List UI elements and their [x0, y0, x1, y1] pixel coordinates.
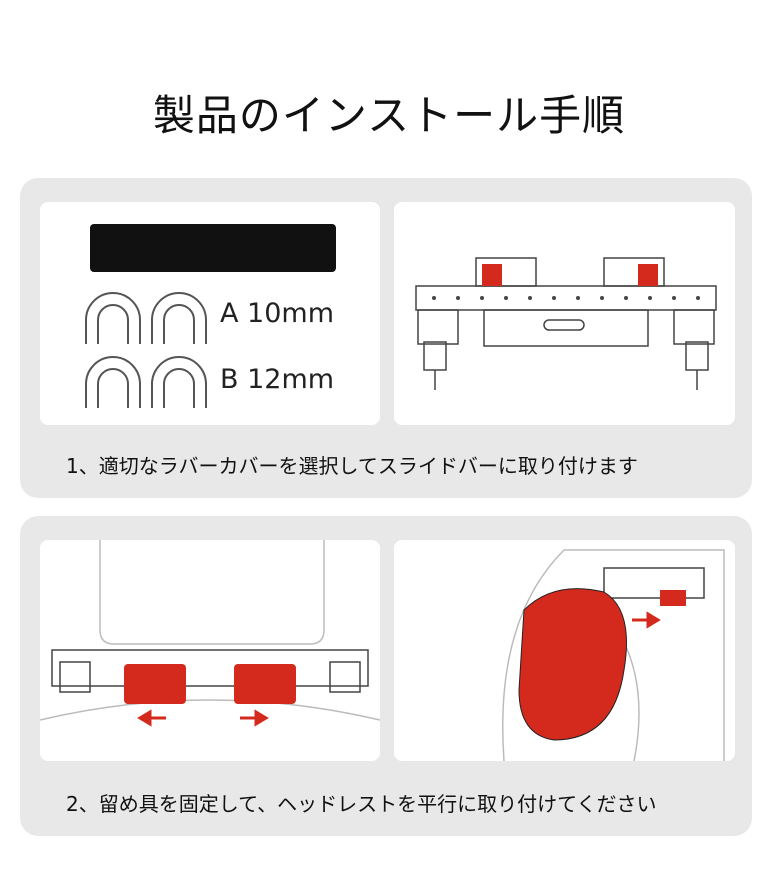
slide-bar-illustration — [415, 257, 717, 390]
headrest-illustration — [502, 549, 725, 761]
step-2-caption: 2、留め具を固定して、ヘッドレストを平行に取り付けてください — [66, 792, 657, 816]
slide-bar-image — [394, 202, 735, 425]
step-1-caption: 1、適切なラバーカバーを選択してスライドバーに取り付けます — [66, 454, 638, 478]
headrest-image — [394, 540, 735, 761]
clamp-image — [40, 540, 380, 761]
rubber-strip — [90, 224, 336, 272]
page-title: 製品のインストール手順 — [152, 91, 626, 140]
option-a-label: A 10mm — [220, 298, 335, 329]
step-2-panel: 2、留め具を固定して、ヘッドレストを平行に取り付けてください — [20, 516, 752, 836]
clamp-illustration — [40, 540, 380, 727]
u-cover-icons — [85, 292, 207, 408]
step-1-panel: A 10mm B 12mm — [20, 178, 752, 498]
rubber-covers-image: A 10mm B 12mm — [40, 202, 380, 425]
option-b-label: B 12mm — [220, 364, 335, 395]
